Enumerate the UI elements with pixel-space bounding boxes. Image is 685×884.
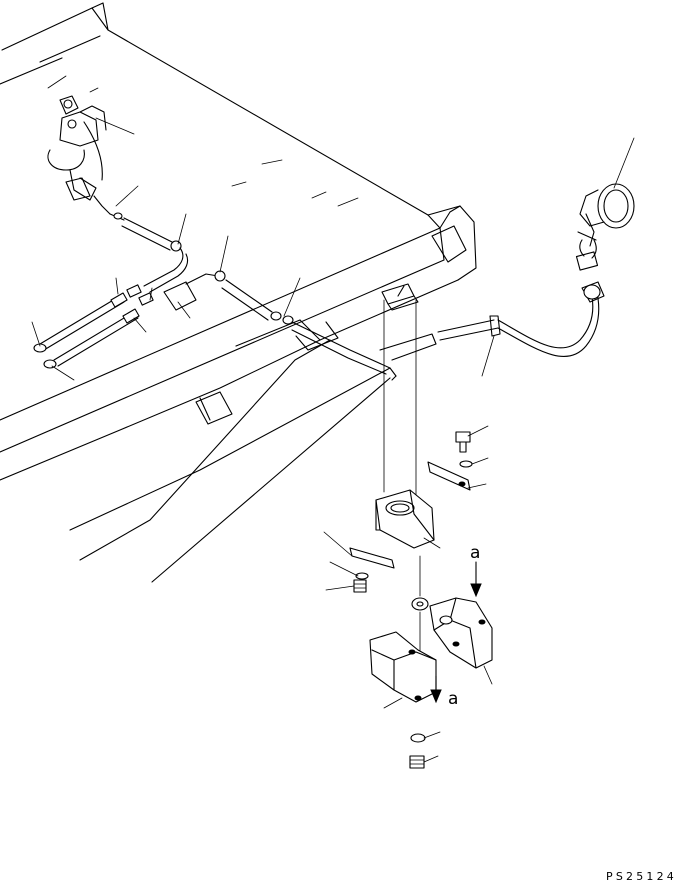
view-arrow-lower: a	[430, 675, 458, 709]
view-marker-lower: a	[448, 689, 458, 709]
clamp-block	[375, 489, 435, 549]
right-cover	[429, 597, 493, 669]
center-nut	[411, 597, 429, 611]
assembly-guide-lines	[383, 299, 421, 681]
fastener-stack-right	[427, 431, 473, 491]
view-marker-upper: a	[470, 543, 480, 563]
lower-fasteners	[409, 733, 426, 769]
right-lamp-assembly	[575, 183, 635, 271]
pipe-line	[33, 95, 605, 381]
upper-bracket	[381, 283, 419, 311]
drawing-code: PS25124	[606, 870, 677, 883]
fastener-stack-left	[349, 547, 395, 593]
view-arrow-upper: a	[470, 543, 482, 598]
left-cover	[369, 631, 437, 703]
leader-lines	[31, 75, 635, 763]
